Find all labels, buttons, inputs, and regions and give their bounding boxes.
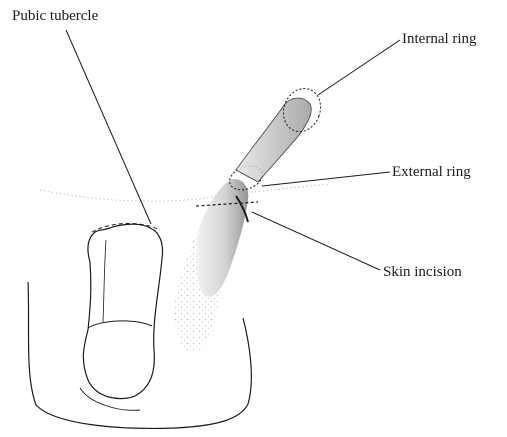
leader-external-ring [262, 172, 390, 186]
label-skin-incision: Skin incision [383, 264, 462, 281]
spermatic-cord-upper [236, 98, 311, 182]
label-external-ring: External ring [392, 164, 471, 181]
leader-skin-incision [252, 212, 380, 270]
penis-outline [83, 224, 162, 398]
label-internal-ring: Internal ring [402, 31, 477, 48]
leader-pubic-tubercle [66, 30, 151, 224]
inguinal-crease [40, 184, 330, 201]
spermatic-cord-lower [197, 179, 249, 297]
label-pubic-tubercle: Pubic tubercle [12, 8, 98, 25]
leader-internal-ring [318, 40, 400, 95]
